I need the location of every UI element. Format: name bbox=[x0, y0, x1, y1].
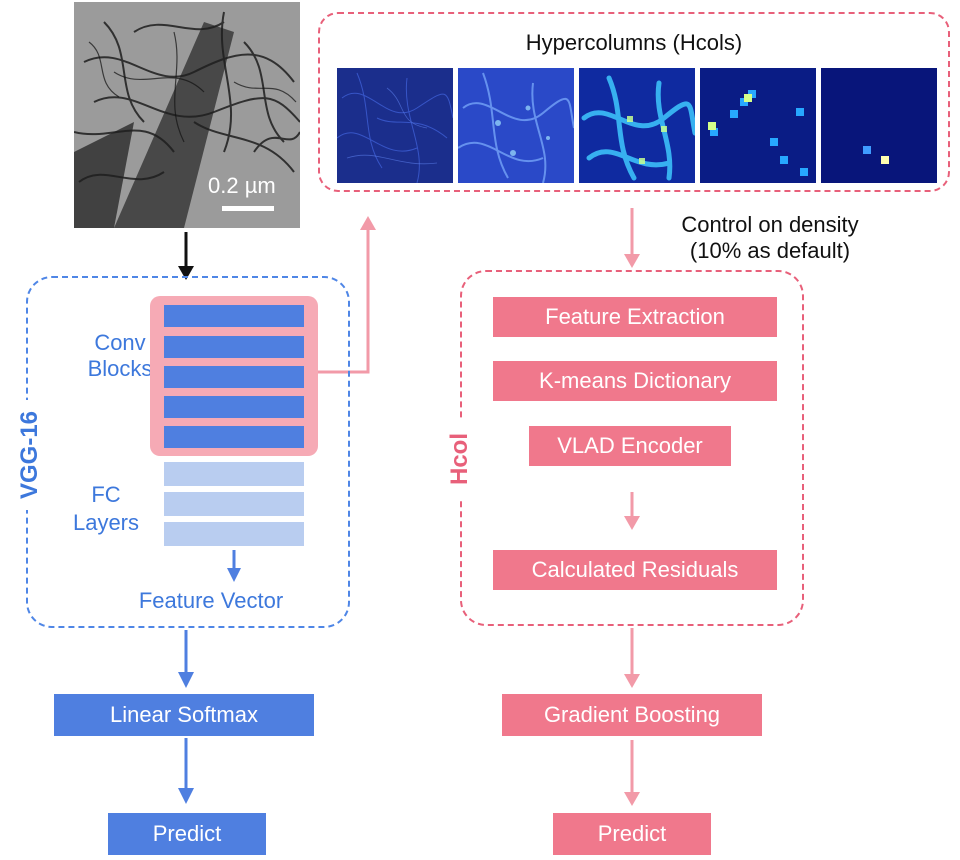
hcol-step-feature-extraction: Feature Extraction bbox=[493, 297, 777, 337]
fc-layer bbox=[164, 492, 304, 516]
arrowhead-gb-to-predict bbox=[624, 792, 640, 806]
arrowhead-hcol-to-gb bbox=[624, 674, 640, 688]
arrowhead-conv-to-hypercolumns bbox=[360, 216, 376, 230]
hcol-step-calculated-residuals: Calculated Residuals bbox=[493, 550, 777, 590]
hcol-step-vlad-encoder: VLAD Encoder bbox=[529, 426, 731, 466]
arrowhead-hypercolumns-to-hcol bbox=[624, 254, 640, 268]
arrowhead-vgg-to-softmax bbox=[178, 672, 194, 688]
arrowhead-softmax-to-predict bbox=[178, 788, 194, 804]
vgg-panel-label-bg bbox=[14, 400, 40, 510]
conv-label-line1: Conv bbox=[94, 330, 146, 355]
hypercolumn-panel-5 bbox=[821, 68, 937, 183]
conv-block bbox=[164, 426, 304, 448]
density-note-line2: (10% as default) bbox=[689, 238, 851, 263]
hypercolumn-panel-4 bbox=[700, 68, 816, 183]
predict-box-right: Predict bbox=[553, 813, 711, 855]
density-note-line1: Control on density bbox=[681, 212, 859, 237]
hypercolumn-panel-3 bbox=[579, 68, 695, 183]
arrowhead-vlad-to-residuals bbox=[624, 516, 640, 530]
hypercolumns-title: Hypercolumns (Hcols) bbox=[525, 30, 743, 55]
predict-box-left: Predict bbox=[108, 813, 266, 855]
vgg-panel-label: VGG-16 bbox=[16, 410, 43, 500]
fc-label-line1: FC bbox=[91, 482, 121, 507]
fc-layer bbox=[164, 462, 304, 486]
arrowhead-fc-to-feature-vector bbox=[227, 568, 241, 582]
hypercolumn-panel-1 bbox=[337, 68, 453, 183]
fc-layer bbox=[164, 522, 304, 546]
feature-vector-label: Feature Vector bbox=[138, 588, 284, 613]
conv-block bbox=[164, 305, 304, 327]
conv-block bbox=[164, 396, 304, 418]
fc-label-line2: Layers bbox=[72, 510, 140, 535]
hcol-step-kmeans-dictionary: K-means Dictionary bbox=[493, 361, 777, 401]
hypercolumn-panel-2 bbox=[458, 68, 574, 183]
hcol-panel-label: Hcol bbox=[446, 433, 473, 486]
gradient-boosting-box: Gradient Boosting bbox=[502, 694, 762, 736]
arrow-conv-to-hypercolumns bbox=[318, 225, 370, 374]
conv-block bbox=[164, 336, 304, 358]
scale-bar-label: 0.2 µm bbox=[208, 173, 276, 198]
hypercolumns-panel bbox=[318, 12, 950, 192]
conv-block bbox=[164, 366, 304, 388]
hcol-panel-label-bg bbox=[448, 420, 474, 500]
conv-label-line2: Blocks bbox=[87, 356, 153, 381]
tem-micrograph-art bbox=[74, 2, 300, 228]
arrowhead-image-to-vgg bbox=[178, 266, 194, 280]
scale-bar bbox=[222, 206, 274, 211]
tem-micrograph: 0.2 µm bbox=[74, 2, 300, 228]
linear-softmax-box: Linear Softmax bbox=[54, 694, 314, 736]
